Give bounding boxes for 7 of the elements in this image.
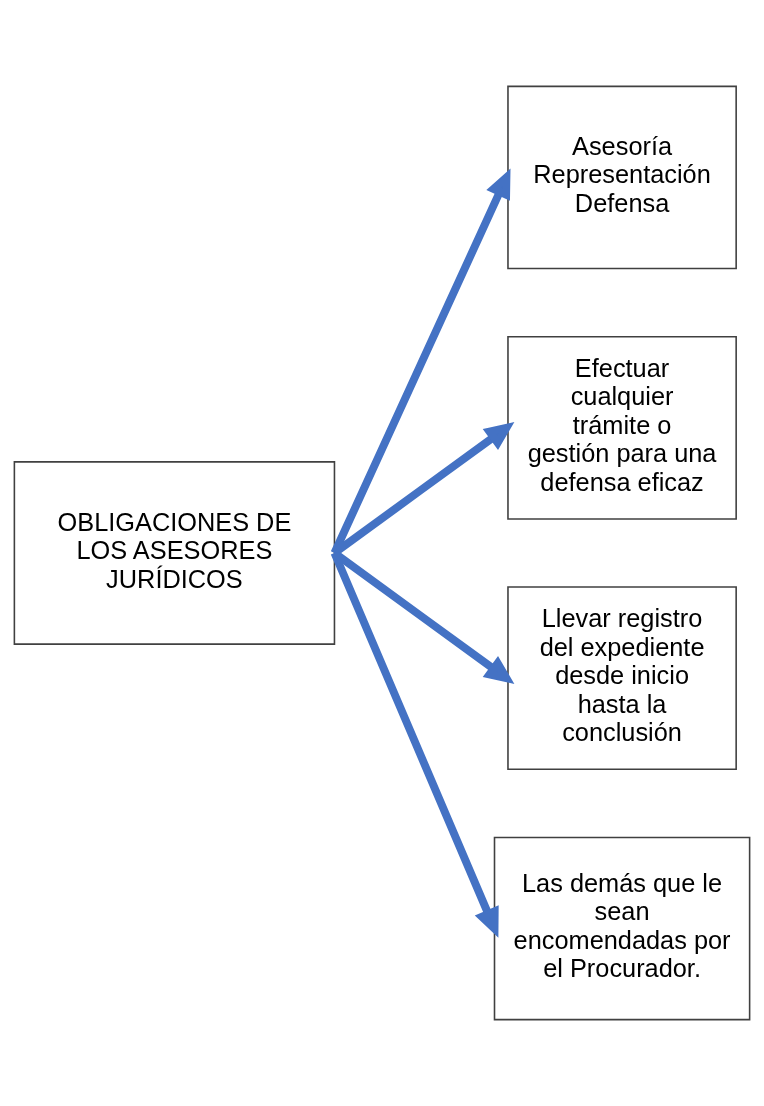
node-box: Efectuar cualquier trámite o gestión para una defensa eficaz: [507, 335, 737, 520]
node-box: Las demás que le sean encomendadas por el Procurador.: [493, 836, 751, 1021]
node-box: Asesoría Representación Defensa: [507, 85, 737, 270]
node-box: OBLIGACIONES DE LOS ASESORES JURÍDICOS: [13, 461, 336, 645]
arrow: [330, 551, 499, 938]
arrow: [330, 168, 511, 555]
node-box: Llevar registro del expediente desde inicio hasta la conclusión: [507, 586, 737, 771]
